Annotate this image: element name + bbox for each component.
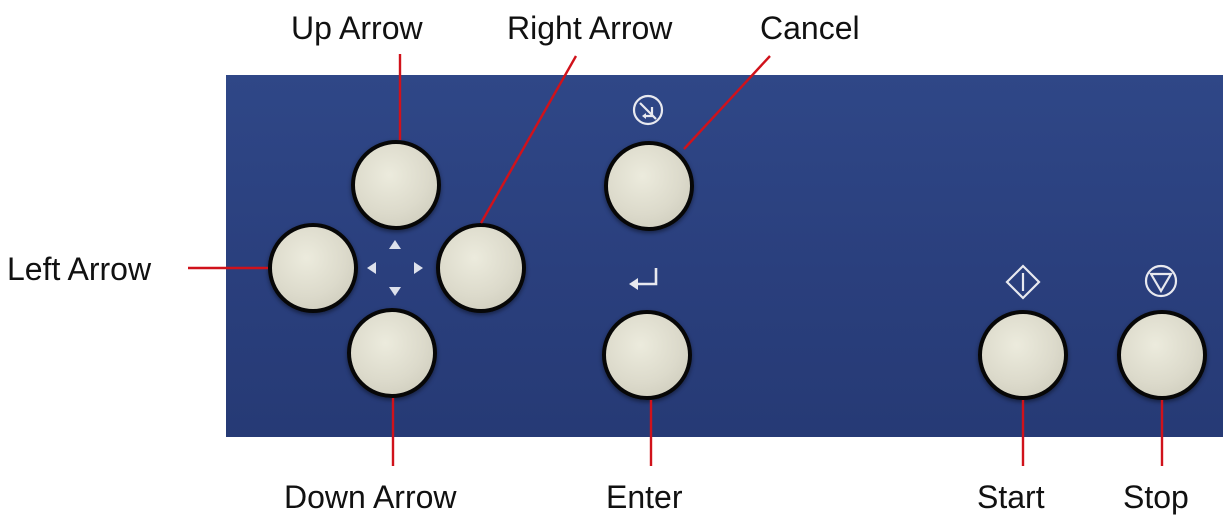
enter-button[interactable] bbox=[602, 310, 692, 400]
enter-return-icon bbox=[629, 268, 658, 290]
stop-button[interactable] bbox=[1117, 310, 1207, 400]
cancel-symbol-icon bbox=[632, 94, 664, 126]
cancel-button[interactable] bbox=[604, 141, 694, 231]
enter-label: Enter bbox=[606, 479, 683, 515]
start-button[interactable] bbox=[978, 310, 1068, 400]
up-arrow-button[interactable] bbox=[351, 140, 441, 230]
stop-triangle-icon bbox=[1144, 264, 1178, 298]
start-label: Start bbox=[977, 479, 1045, 515]
down-arrow-button[interactable] bbox=[347, 308, 437, 398]
start-diamond-icon bbox=[1005, 264, 1041, 300]
cancel-label: Cancel bbox=[760, 10, 860, 46]
right-arrow-label: Right Arrow bbox=[507, 10, 673, 46]
left-arrow-button[interactable] bbox=[268, 223, 358, 313]
down-arrow-label: Down Arrow bbox=[284, 479, 457, 515]
right-arrow-button[interactable] bbox=[436, 223, 526, 313]
stop-label: Stop bbox=[1123, 479, 1189, 515]
left-arrow-label: Left Arrow bbox=[7, 251, 152, 287]
up-arrow-label: Up Arrow bbox=[291, 10, 423, 46]
four-direction-arrows-icon bbox=[367, 240, 423, 296]
